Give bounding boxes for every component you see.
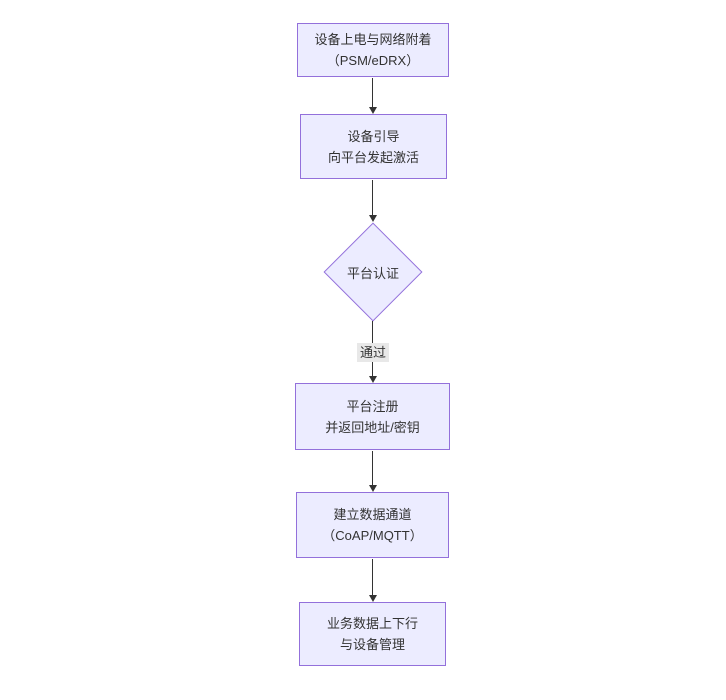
arrow-down-icon [369,215,377,222]
arrow-down-icon [369,107,377,114]
arrow-down-icon [369,485,377,492]
node-text: 设备上电与网络附着 [314,32,432,47]
flow-node-data-channel: 建立数据通道 （CoAP/MQTT） [296,492,449,558]
arrow-down-icon [369,376,377,383]
node-text: 设备引导 [347,128,400,144]
node-text: （PSM/eDRX） [326,53,420,68]
node-text: 向平台发起激活 [327,149,419,165]
flow-node-device-bootstrap: 设备引导 向平台发起激活 [300,114,447,179]
node-text: 业务数据上下行 [326,616,418,631]
arrow-line [372,451,373,485]
node-text: 平台认证 [346,265,399,281]
flow-node-business-data: 业务数据上下行 与设备管理 [299,602,446,666]
node-text: 建立数据通道 [333,507,412,522]
arrow-line [372,180,373,215]
arrow-down-icon [369,595,377,602]
node-text: 平台注册 [346,398,399,414]
node-text: 并返回地址/密钥 [325,419,420,435]
flow-node-platform-register: 平台注册 并返回地址/密钥 [295,383,450,450]
flow-decision-platform-auth: 平台认证 [323,222,423,322]
arrow-line [372,559,373,595]
arrow-line [372,78,373,107]
flow-node-power-network-attach: 设备上电与网络附着 （PSM/eDRX） [297,23,449,77]
node-text: （CoAP/MQTT） [322,528,423,543]
edge-label-pass: 通过 [356,343,390,362]
node-text: 与设备管理 [339,637,405,652]
